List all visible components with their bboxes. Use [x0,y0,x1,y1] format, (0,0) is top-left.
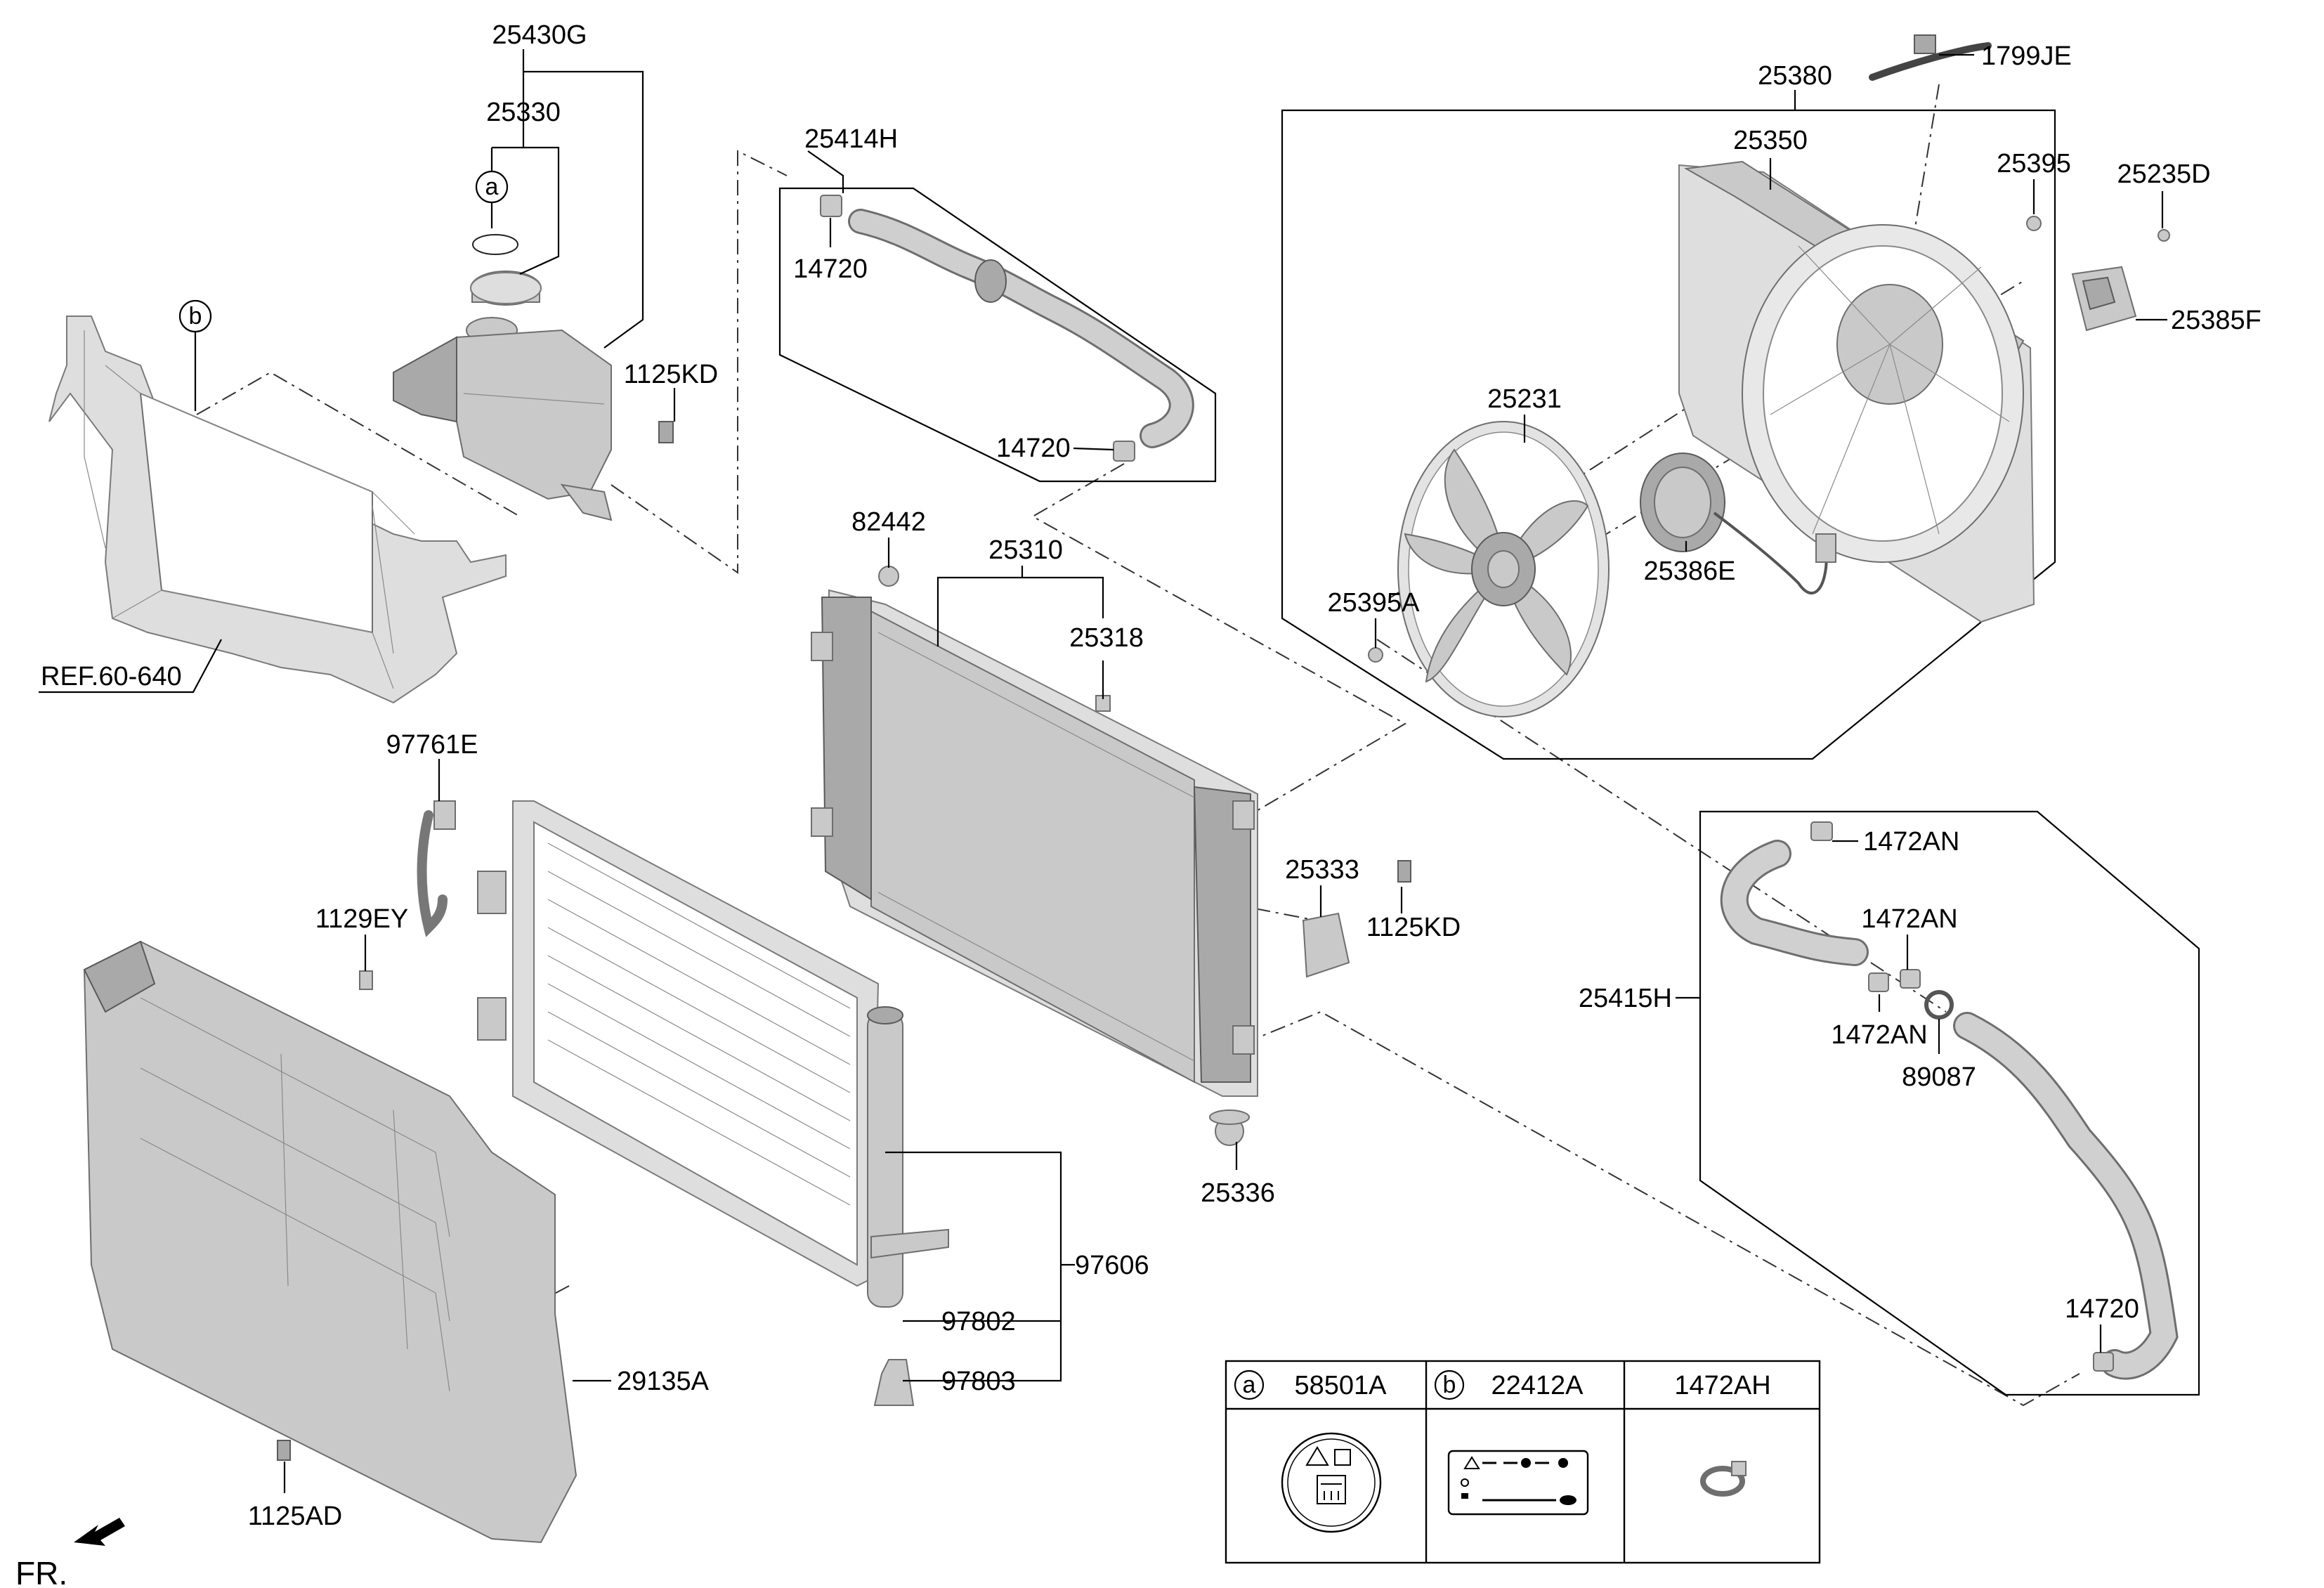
small-fasteners [658,421,1411,1146]
legend-table: a 58501A b 22412A 1472AH [1225,1360,1821,1564]
callout-b-circle [178,299,212,333]
label-25395A: 25395A [1327,588,1420,618]
caution-cap-label-icon [1281,1432,1382,1533]
legend-b-circle-label: b [1443,1372,1456,1398]
label-1799JE: 1799JE [1981,41,2072,71]
label-14720-bottom: 14720 [2065,1294,2139,1324]
label-97802: 97802 [941,1307,1016,1336]
label-1129EY: 1129EY [315,904,408,934]
label-25231: 25231 [1487,384,1562,414]
label-25385F: 25385F [2171,306,2261,335]
label-25386E: 25386E [1643,557,1735,586]
label-25336: 25336 [1201,1178,1275,1208]
label-14720-mid: 14720 [996,434,1071,463]
lower-hose-group [1699,810,2200,1396]
label-25318: 25318 [1069,623,1144,653]
label-1125AD: 1125AD [248,1502,343,1531]
fan-shroud-group [1281,34,2170,760]
label-89087: 89087 [1902,1062,1976,1092]
label-1472AN-1: 1472AN [1863,827,1959,857]
hose-clamp-icon [1700,1461,1747,1497]
label-97606: 97606 [1075,1251,1149,1280]
label-25310: 25310 [988,535,1063,565]
label-25235D: 25235D [2117,160,2210,189]
label-25333: 25333 [1285,855,1359,885]
callout-a-circle [475,170,509,204]
reservoir-tank [393,234,613,521]
upper-hose-group [778,187,1217,483]
condenser [359,800,949,1406]
legend-a-part: 58501A [1294,1371,1387,1400]
front-direction-arrow-icon [74,1518,125,1546]
label-25415H: 25415H [1579,984,1672,1013]
legend-b-part: 22412A [1491,1371,1584,1400]
leader-lines [39,49,2167,1493]
label-ref-60-640: REF.60-640 [41,662,182,691]
legend-b-circle [1434,1369,1465,1400]
label-14720-top: 14720 [793,254,868,284]
label-25395: 25395 [1997,149,2071,178]
legend-c-part: 1472AH [1674,1371,1770,1400]
label-1472AN-3: 1472AN [1831,1020,1927,1050]
legend-a-circle-label: a [1243,1372,1256,1398]
label-25430G: 25430G [492,20,587,50]
label-29135A: 29135A [617,1367,710,1396]
air-guard [83,940,577,1544]
front-direction-label: FR. [15,1555,67,1588]
label-1125KD-right: 1125KD [1366,913,1461,942]
label-25330: 25330 [486,98,561,127]
label-97761E: 97761E [386,730,478,760]
warning-label-icon [1447,1450,1589,1516]
label-25350: 25350 [1733,126,1808,155]
legend-a-circle [1234,1369,1265,1400]
callout-b-label: b [189,303,202,330]
label-25414H: 25414H [804,124,898,154]
label-82442: 82442 [851,507,926,537]
front-end-carrier [48,315,507,704]
label-25380: 25380 [1758,61,1832,91]
label-1472AN-2: 1472AN [1861,904,1957,934]
label-1125KD-top: 1125KD [624,360,719,389]
label-97803: 97803 [941,1367,1016,1396]
radiator [811,566,1258,1097]
part-labels: 25430G 25330 a b 1125KD REF.60-640 25414… [15,20,2261,1588]
callout-a-label: a [485,174,499,200]
